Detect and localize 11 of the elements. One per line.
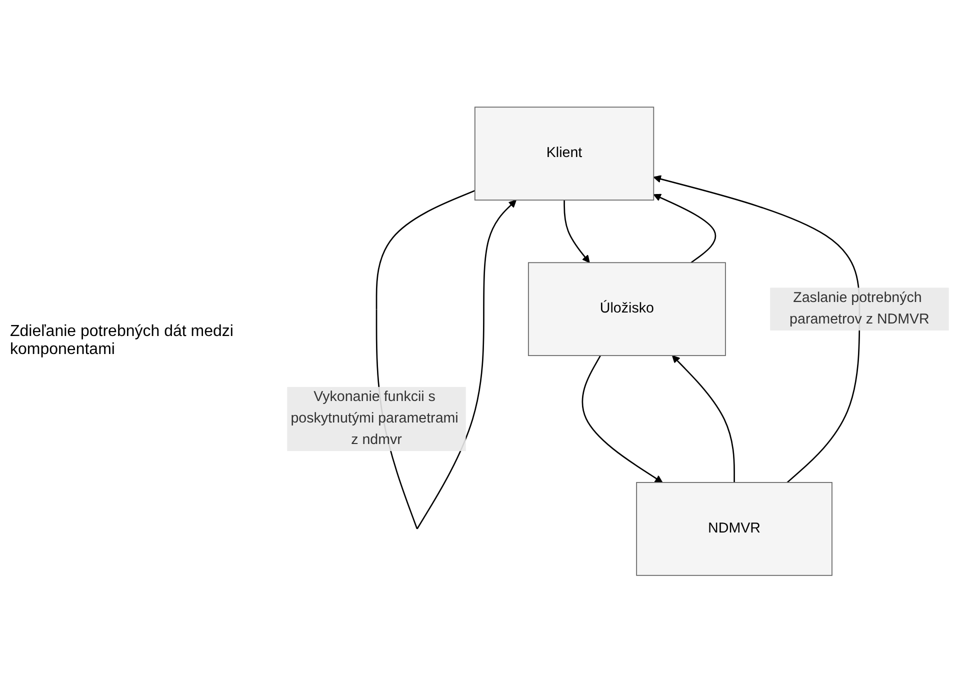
edge-label: Zaslanie potrebných parametrov z NDMVR bbox=[790, 290, 930, 327]
arrow bbox=[653, 174, 860, 483]
edge-label: Vykonanie funkcii s poskytnutými parametrami z ndmvr bbox=[290, 389, 458, 448]
arrow bbox=[672, 354, 735, 482]
arrow bbox=[653, 194, 716, 263]
node-box: Klient bbox=[474, 106, 654, 200]
node-box: Úložisko bbox=[528, 262, 726, 356]
node-box: NDMVR bbox=[636, 482, 832, 576]
note-text: Zdieľanie potrebných dát medzi komponentami bbox=[10, 323, 234, 359]
arrow bbox=[582, 354, 663, 483]
arrow bbox=[564, 200, 590, 263]
